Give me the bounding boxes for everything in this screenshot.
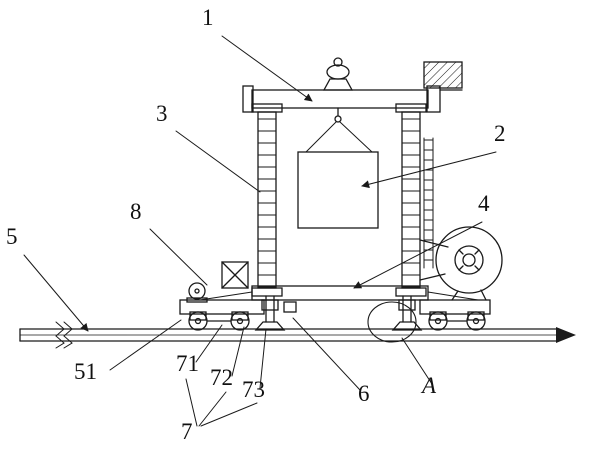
leader-4: [353, 221, 483, 289]
lifting-ring: [333, 57, 343, 67]
callout-51: 51: [74, 359, 97, 384]
detail-circle-A: [367, 301, 417, 343]
rail-clamp: [283, 301, 297, 313]
right-bogie-wheel-1: [428, 311, 448, 331]
leader-71: [195, 324, 223, 363]
callout-73: 73: [242, 377, 265, 402]
drawing-root: [19, 35, 576, 427]
left-column: [251, 103, 283, 297]
leader-6: [292, 317, 361, 391]
callout-2: 2: [494, 121, 506, 146]
cable-reel: [419, 226, 503, 301]
rail-end-arrow: [556, 327, 576, 343]
leader-A: [401, 337, 433, 385]
guide-pulley: [186, 282, 208, 303]
counterweight-box: [423, 61, 463, 89]
hook-icon: [334, 115, 342, 123]
rail-break-symbol: [55, 321, 73, 349]
leader-7b: [198, 391, 227, 427]
right-bogie: [419, 299, 491, 331]
right-jack-foot: [391, 295, 423, 331]
leader-72: [231, 326, 245, 377]
sling-cables: [305, 121, 373, 153]
leader-1: [221, 35, 313, 102]
callout-3: 3: [156, 101, 168, 126]
left-bogie-wheel-1: [188, 311, 208, 331]
leader-5: [23, 254, 89, 332]
leader-73: [259, 328, 267, 389]
leader-7c: [200, 402, 258, 427]
leader-2: [361, 151, 497, 189]
right-bogie-wheel-2: [466, 311, 486, 331]
callout-A: A: [422, 373, 437, 398]
leader-3: [175, 130, 261, 193]
ladder: [423, 137, 434, 269]
callout-6: 6: [358, 381, 370, 406]
callout-72: 72: [210, 365, 233, 390]
callout-71: 71: [176, 351, 199, 376]
suspended-load: [297, 151, 379, 229]
callout-1: 1: [202, 5, 214, 30]
leader-51: [109, 319, 182, 371]
leader-7a: [185, 378, 198, 427]
leader-8: [149, 228, 208, 286]
left-bogie: [179, 299, 265, 331]
left-jack-foot: [254, 295, 286, 331]
callout-4: 4: [478, 191, 490, 216]
right-column: [395, 103, 427, 297]
leader-lines: [23, 35, 497, 427]
motor-box: [221, 261, 249, 289]
callout-8: 8: [130, 199, 142, 224]
callout-5: 5: [6, 224, 18, 249]
hoist-pulley: [322, 57, 354, 123]
left-bogie-wheel-2: [230, 311, 250, 331]
callout-7: 7: [181, 419, 193, 444]
rail-track: [19, 321, 576, 349]
